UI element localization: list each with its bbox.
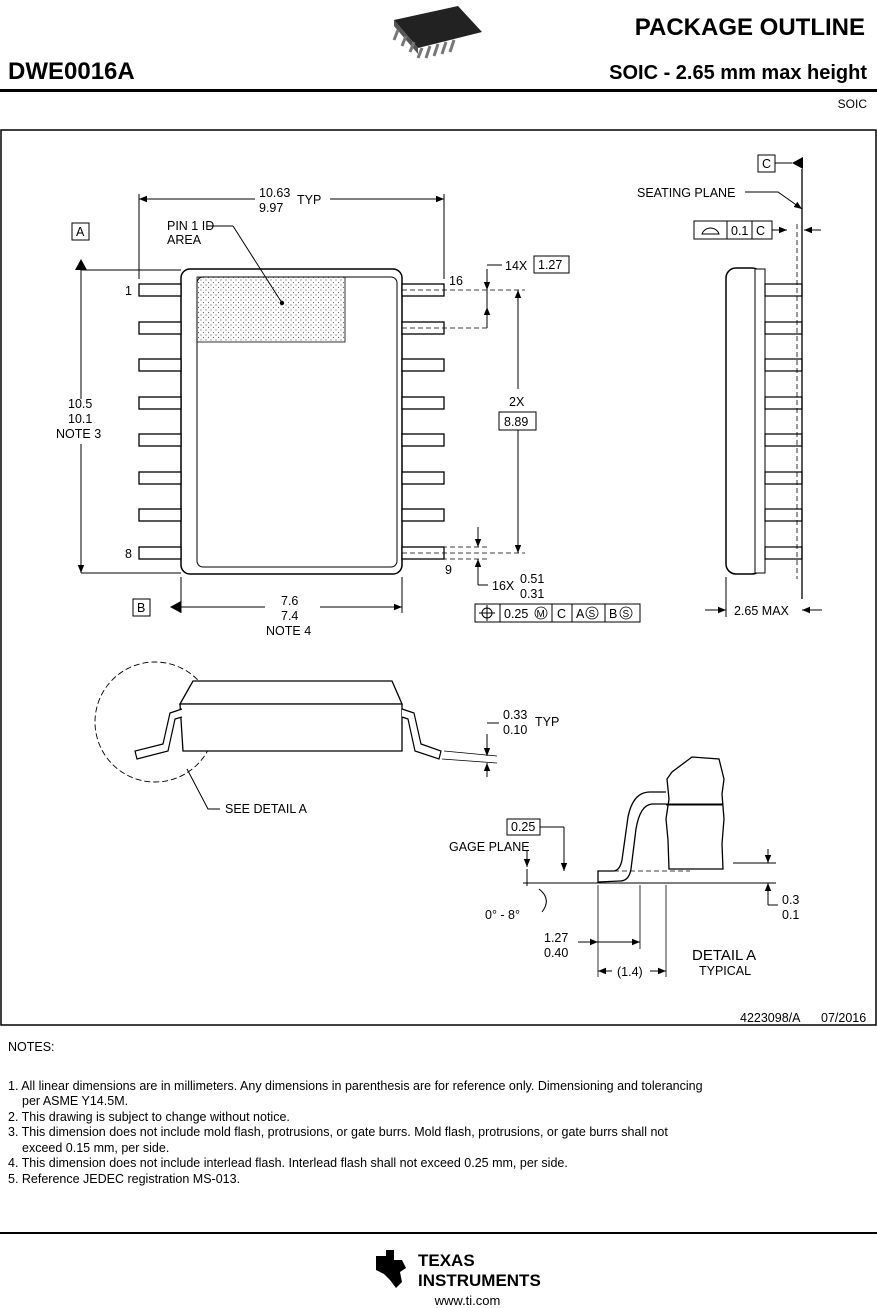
- svg-text:AREA: AREA: [167, 233, 202, 247]
- notes-section: NOTES: 1. All linear dimensions are in m…: [8, 1040, 868, 1187]
- svg-text:7.6: 7.6: [281, 594, 298, 608]
- svg-text:C: C: [557, 607, 566, 621]
- top-view: 10.63 9.97 TYP PIN 1 ID AREA 1 8 9 16 A …: [56, 186, 641, 638]
- drawing-number: 4223098/A: [740, 1011, 801, 1025]
- svg-text:10.1: 10.1: [68, 412, 92, 426]
- svg-text:14X: 14X: [505, 259, 528, 273]
- part-number: DWE0016A: [8, 58, 135, 85]
- svg-text:NOTE 4: NOTE 4: [266, 624, 311, 638]
- svg-text:TYP: TYP: [297, 193, 321, 207]
- svg-text:TYP: TYP: [535, 715, 559, 729]
- ti-logo-icon: TEXAS INSTRUMENTS: [376, 1250, 541, 1290]
- svg-text:16X: 16X: [492, 579, 515, 593]
- svg-text:SEE DETAIL A: SEE DETAIL A: [225, 802, 308, 816]
- footer-url[interactable]: www.ti.com: [434, 1293, 501, 1308]
- svg-text:2.65 MAX: 2.65 MAX: [734, 604, 790, 618]
- note-item: 1. All linear dimensions are in millimet…: [8, 1078, 703, 1093]
- pin1-id-area: [196, 276, 346, 343]
- package-thumbnail-icon: [392, 6, 482, 59]
- svg-text:10.63: 10.63: [259, 186, 290, 200]
- page-title: PACKAGE OUTLINE: [634, 14, 865, 41]
- svg-text:8: 8: [125, 547, 132, 561]
- svg-text:1.27: 1.27: [538, 258, 562, 272]
- svg-text:C: C: [762, 157, 771, 171]
- svg-text:S: S: [623, 609, 630, 620]
- svg-text:0.1: 0.1: [731, 224, 748, 238]
- svg-text:7.4: 7.4: [281, 609, 298, 623]
- package-outline-drawing: 10.63 9.97 TYP PIN 1 ID AREA 1 8 9 16 A …: [0, 129, 877, 1026]
- svg-text:0.51: 0.51: [520, 572, 544, 586]
- note-item: 2. This drawing is subject to change wit…: [8, 1109, 290, 1124]
- svg-text:2X: 2X: [509, 395, 525, 409]
- svg-text:C: C: [756, 224, 765, 238]
- drawing-frame: [0, 129, 877, 1026]
- svg-text:16: 16: [449, 274, 463, 288]
- note-item: 3. This dimension does not include mold …: [8, 1125, 668, 1139]
- svg-text:TYPICAL: TYPICAL: [699, 964, 751, 978]
- note-item: exceed 0.15 mm, per side.: [22, 1140, 170, 1155]
- svg-text:S: S: [589, 609, 596, 620]
- svg-text:0.40: 0.40: [544, 946, 568, 960]
- svg-text:M: M: [537, 609, 545, 620]
- note-item: 4. This dimension does not include inter…: [8, 1156, 568, 1170]
- notes-title: NOTES:: [8, 1040, 55, 1054]
- svg-text:DETAIL A: DETAIL A: [692, 947, 756, 964]
- svg-text:0.1: 0.1: [782, 908, 799, 922]
- svg-text:10.5: 10.5: [68, 397, 92, 411]
- svg-text:0.25: 0.25: [504, 607, 528, 621]
- svg-text:GAGE PLANE: GAGE PLANE: [449, 840, 530, 854]
- footer-divider: [0, 1232, 877, 1234]
- svg-text:1: 1: [125, 284, 132, 298]
- svg-text:1.27: 1.27: [544, 931, 568, 945]
- svg-text:9: 9: [445, 563, 452, 577]
- svg-text:8.89: 8.89: [504, 415, 528, 429]
- package-subtitle: SOIC - 2.65 mm max height: [609, 62, 867, 84]
- package-type: SOIC: [837, 97, 867, 111]
- svg-text:0.3: 0.3: [782, 893, 799, 907]
- end-view: 0.33 0.10 TYP SEE DETAIL A: [94, 661, 559, 816]
- note-item: per ASME Y14.5M.: [22, 1094, 129, 1108]
- svg-text:SEATING PLANE: SEATING PLANE: [637, 186, 735, 200]
- svg-text:PIN 1 ID: PIN 1 ID: [167, 219, 214, 233]
- header-divider: [0, 89, 877, 92]
- svg-text:NOTE 3: NOTE 3: [56, 427, 101, 441]
- ti-logo-line2: INSTRUMENTS: [418, 1271, 541, 1290]
- svg-text:B: B: [609, 607, 617, 621]
- svg-text:B: B: [137, 601, 145, 615]
- svg-text:0° - 8°: 0° - 8°: [485, 908, 520, 922]
- ti-logo-line1: TEXAS: [418, 1251, 475, 1270]
- svg-text:A: A: [576, 607, 585, 621]
- drawing-date: 07/2016: [821, 1011, 866, 1025]
- svg-text:A: A: [76, 225, 85, 239]
- detail-a-view: 0.25 GAGE PLANE 0° - 8° 0.3 0.1 1.27 0.4…: [449, 756, 799, 979]
- svg-text:0.31: 0.31: [520, 587, 544, 601]
- note-item: 5. Reference JEDEC registration MS-013.: [8, 1171, 241, 1186]
- svg-text:0.33: 0.33: [503, 708, 527, 722]
- svg-text:(1.4): (1.4): [617, 965, 643, 979]
- svg-text:0.25: 0.25: [511, 820, 535, 834]
- side-view: C SEATING PLANE 0.1 C 2.65 MAX: [637, 154, 822, 618]
- svg-text:9.97: 9.97: [259, 201, 283, 215]
- svg-text:0.10: 0.10: [503, 723, 527, 737]
